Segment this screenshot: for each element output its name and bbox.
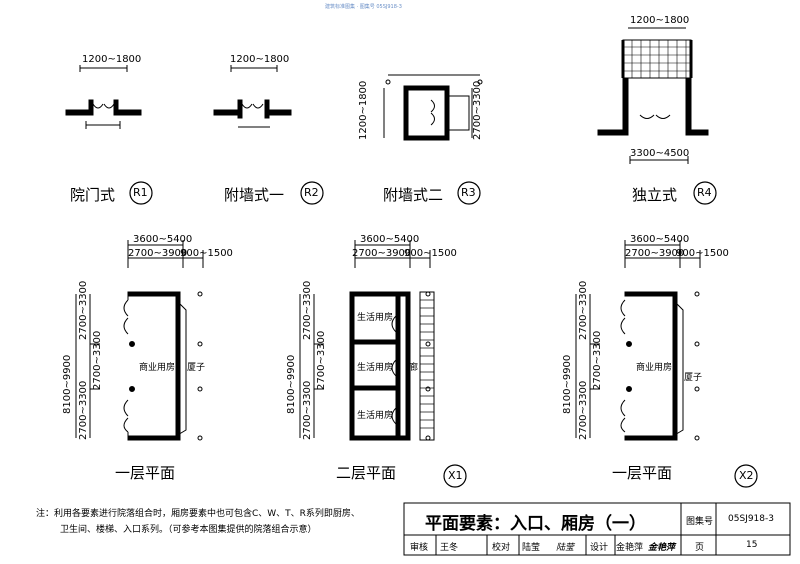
plan3-dim-b: 900~1500: [676, 248, 729, 259]
atlas-number: 05SJ918-3: [728, 514, 774, 524]
r3-dim-v1: 1200~1800: [358, 80, 369, 140]
r4-caption: 独立式: [632, 186, 678, 204]
plan1-dim-v2: 2700~3300: [92, 330, 103, 390]
plan3-caption: 一层平面: [612, 464, 673, 482]
plan1-dim-v1: 2700~3300: [78, 280, 89, 340]
r3-dim-v2: 2700~3300: [472, 80, 483, 140]
r1-dim: 1200~1800: [82, 54, 142, 65]
plan3-dim-v1: 2700~3300: [578, 280, 589, 340]
plan1-caption: 一层平面: [115, 464, 176, 482]
plan2-room-corridor: 廊: [409, 363, 419, 373]
plan3-dim-v-total: 8100~9900: [562, 354, 573, 414]
check-name: 陆莹: [522, 543, 541, 553]
title-block-title: 平面要素：入口、厢房（一）: [425, 514, 646, 534]
plan3-dim-v3: 2700~3300: [578, 380, 589, 440]
plan2-dim-v1: 2700~3300: [302, 280, 313, 340]
plan-1-linework: [75, 240, 204, 441]
atlas-label: 图集号: [686, 517, 714, 527]
header-watermark: 建筑标准图集 · 图集号 05SJ918-3: [325, 4, 402, 10]
plan2-dim-total: 3600~5400: [360, 234, 420, 245]
plan3-room-shazi: 厦子: [684, 373, 703, 383]
design-signature: 金艳萍: [648, 543, 676, 553]
entry-r2-plan: [213, 65, 292, 128]
page-label: 页: [695, 543, 705, 553]
r2-dim: 1200~1800: [230, 54, 290, 65]
entry-r1-plan: [65, 65, 142, 129]
plan1-dim-v3: 2700~3300: [78, 380, 89, 440]
title-block-frame: [403, 502, 791, 556]
plan2-caption: 二层平面: [336, 464, 397, 482]
tag-x2: X2: [739, 469, 754, 482]
plan-2-linework: [299, 240, 435, 441]
review-label: 审核: [410, 543, 429, 553]
r4-tag: R4: [697, 186, 712, 199]
plan2-dim-a: 2700~3900: [352, 248, 412, 259]
r3-tag: R3: [461, 186, 476, 199]
plan3-dim-total: 3600~5400: [630, 234, 690, 245]
r4-dim-bottom: 3300~4500: [630, 148, 690, 159]
plan1-room-shazi: 厦子: [187, 363, 206, 373]
plan1-dim-a: 2700~3900: [128, 248, 188, 259]
entry-r3-plan: [383, 74, 483, 141]
plan2-dim-v3: 2700~3300: [302, 380, 313, 440]
plan2-room-living-2: 生活用房: [357, 363, 394, 373]
r1-caption: 院门式: [70, 186, 116, 204]
plan1-room-commercial: 商业用房: [139, 363, 176, 373]
plan2-room-living-1: 生活用房: [357, 313, 394, 323]
plan1-dim-v-total: 8100~9900: [62, 354, 73, 414]
plan3-dim-a: 2700~3900: [625, 248, 685, 259]
page-number: 15: [746, 540, 758, 550]
plan2-dim-b: 900~1500: [404, 248, 457, 259]
design-label: 设计: [590, 543, 609, 553]
r4-dim-top: 1200~1800: [630, 15, 690, 26]
plan-3-linework: [575, 240, 701, 441]
tag-x1: X1: [448, 469, 463, 482]
plan2-dim-v2: 2700~3300: [316, 330, 327, 390]
plan1-dim-total: 3600~5400: [133, 234, 193, 245]
r2-caption: 附墙式一: [224, 186, 285, 204]
note-line-2: 卫生间、楼梯、入口系列。（可参考本图集提供的院落组合示意）: [60, 525, 317, 535]
check-label: 校对: [492, 543, 511, 553]
review-name: 王冬: [440, 543, 459, 553]
r1-tag: R1: [133, 186, 148, 199]
entry-r4-plan: [597, 27, 709, 164]
plan1-dim-b: 900~1500: [180, 248, 233, 259]
r3-caption: 附墙式二: [383, 186, 444, 204]
plan2-room-living-3: 生活用房: [357, 411, 394, 421]
check-signature: 陆莹: [556, 543, 575, 553]
r2-tag: R2: [304, 186, 319, 199]
plan3-room-commercial: 商业用房: [636, 363, 673, 373]
note-line-1: 注：利用各要素进行院落组合时，厢房要素中也可包含C、W、T、R系列即厨房、: [36, 509, 360, 519]
design-name: 金艳萍: [616, 543, 644, 553]
plan2-dim-v-total: 8100~9900: [286, 354, 297, 414]
plan3-dim-v2: 2700~3300: [592, 330, 603, 390]
